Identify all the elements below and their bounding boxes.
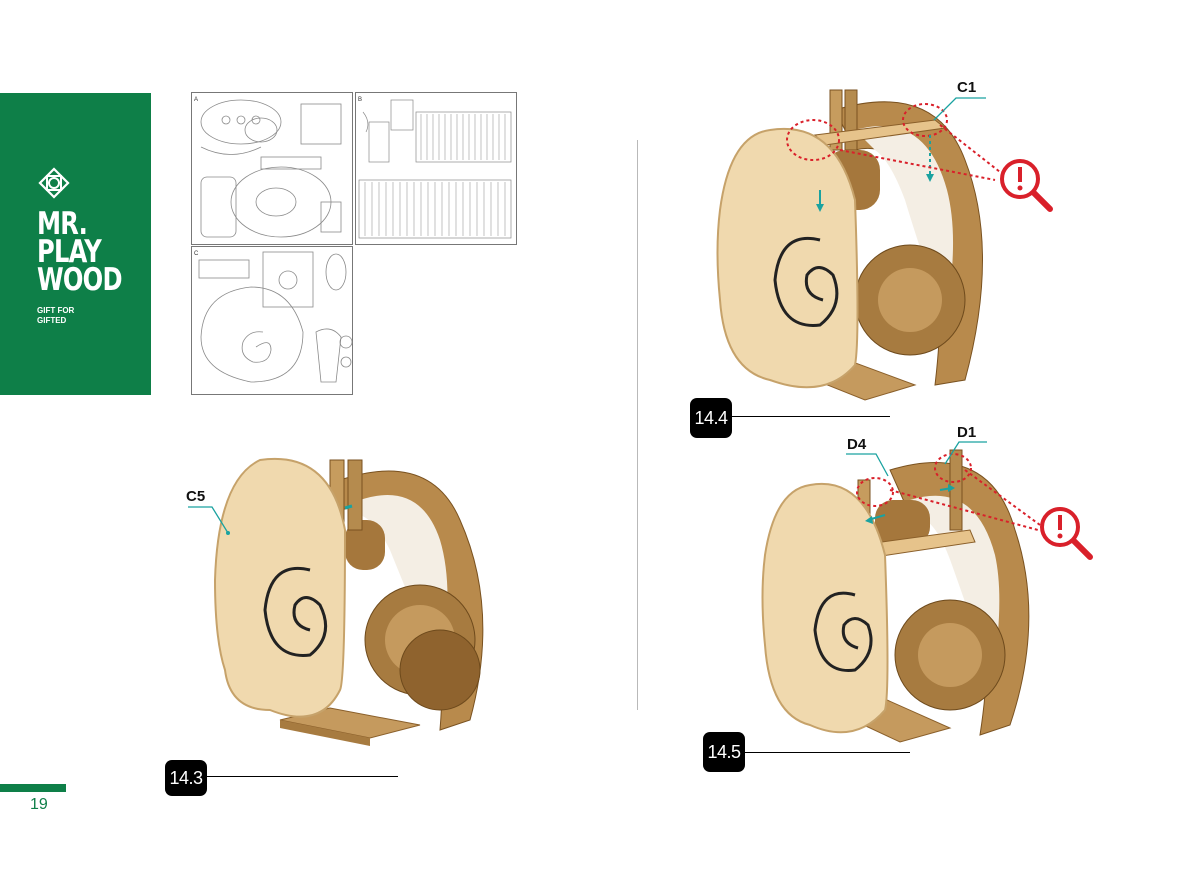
step-14-4-illustration: [715, 80, 1005, 410]
step-14-5-illustration: [760, 430, 1040, 750]
brand-panel: MR. PLAY WOOD GIFT FOR GIFTED: [0, 93, 151, 395]
brand-name: MR. PLAY WOOD: [37, 206, 123, 298]
column-divider: [637, 140, 638, 710]
leader-line-c5: [188, 506, 230, 535]
step-line-14-4: [732, 416, 890, 417]
page-number: 19: [30, 796, 48, 813]
step-badge-14-4: 14.4: [690, 398, 732, 438]
leader-line-d4: [846, 453, 889, 477]
step-14-3-illustration: [170, 440, 510, 760]
footer-bar: [0, 784, 66, 792]
part-label-d4: D4: [847, 436, 867, 453]
part-label-c5: C5: [186, 488, 206, 505]
magnifier-exclamation-icon: [1040, 507, 1093, 560]
step-badge-14-5: 14.5: [703, 732, 745, 772]
magnifier-exclamation-icon: [1000, 159, 1053, 212]
sheet-label-b: B: [358, 97, 362, 103]
mr-playwood-logo-icon: [38, 167, 70, 199]
brand-tagline: GIFT FOR GIFTED: [37, 306, 75, 325]
sheet-label-a: A: [194, 97, 198, 103]
step-line-14-5: [745, 752, 910, 753]
part-label-c1: C1: [957, 79, 977, 96]
step-badge-14-3: 14.3: [165, 760, 207, 796]
leader-line-c1: [933, 97, 986, 121]
callout-lines-14-5: [889, 469, 1041, 531]
sheet-label-c: C: [194, 251, 199, 257]
parts-sheets: A B C: [191, 92, 517, 395]
part-label-d1: D1: [957, 424, 977, 441]
step-line-14-3: [207, 776, 398, 777]
callout-lines-14-4: [839, 124, 1001, 181]
leader-line-d1: [944, 441, 987, 465]
